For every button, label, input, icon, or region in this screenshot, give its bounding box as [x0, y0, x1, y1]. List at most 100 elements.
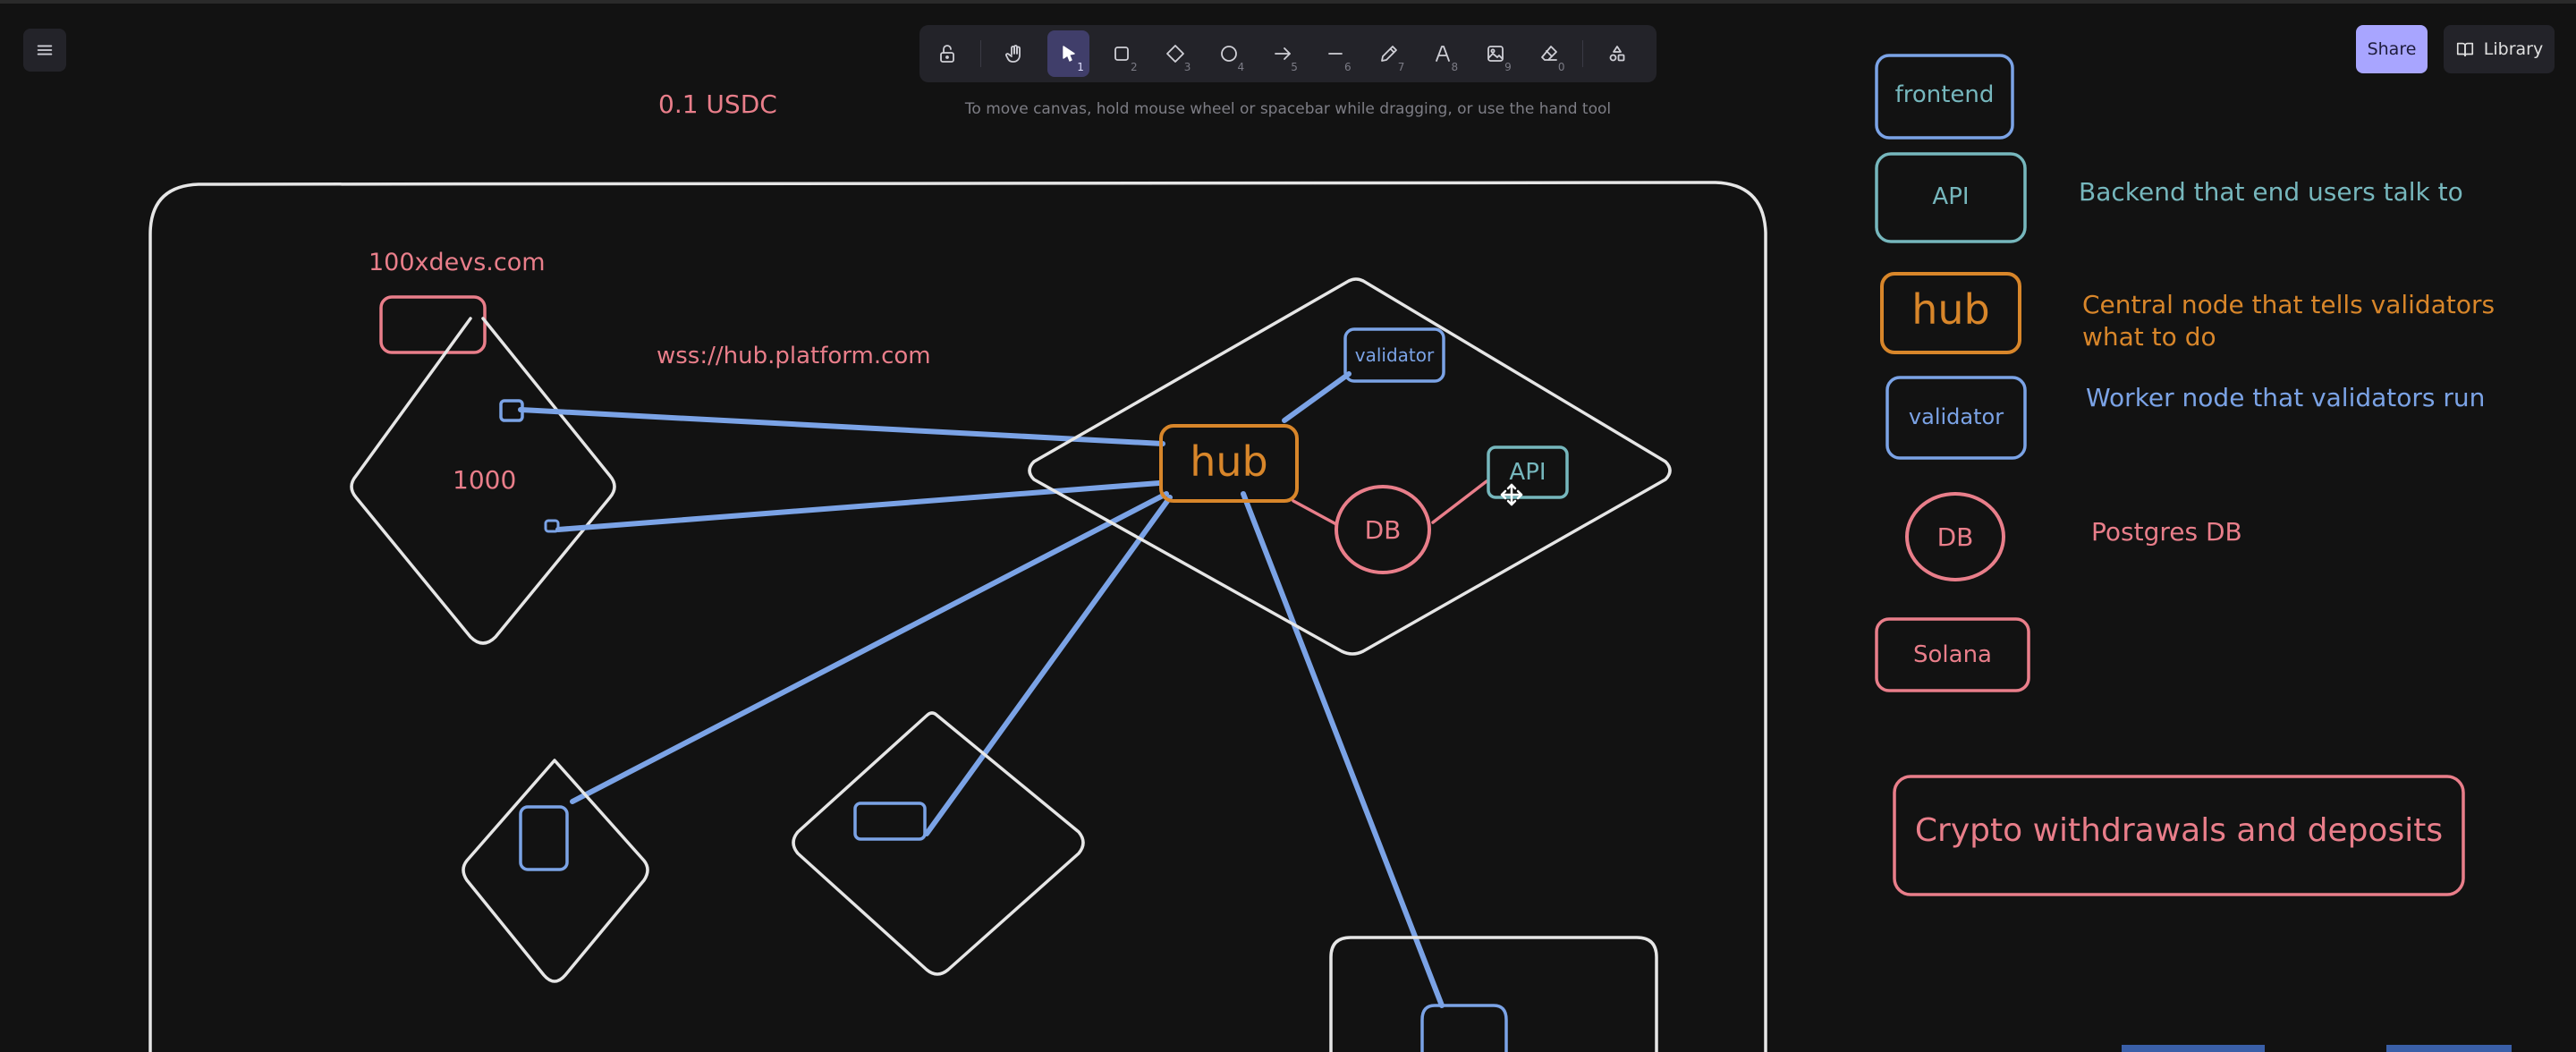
pencil-icon [1381, 46, 1397, 62]
legend-api-label[interactable]: API [1932, 183, 1969, 210]
tool-text[interactable]: 8 [1421, 30, 1463, 77]
connection-line-4[interactable] [924, 495, 1173, 836]
hub-node[interactable] [1159, 424, 1299, 503]
domain-label[interactable]: 100xdevs.com [369, 249, 546, 276]
image-icon [1487, 46, 1504, 62]
book-icon [2456, 42, 2473, 57]
hub-db-link[interactable] [1292, 499, 1338, 526]
validator-label[interactable]: validator [1355, 344, 1435, 366]
tool-lock[interactable] [927, 30, 969, 77]
db-label[interactable]: DB [1365, 515, 1402, 545]
connection-line-5[interactable] [1241, 491, 1445, 1008]
tool-more-shapes[interactable] [1596, 30, 1638, 77]
legend-api-box[interactable] [1875, 152, 2027, 243]
validator-box-1[interactable] [519, 805, 569, 871]
tool-arrow[interactable]: 5 [1261, 30, 1303, 77]
legend-validator-label[interactable]: validator [1909, 404, 2004, 429]
validator-diamond-2[interactable] [792, 711, 1085, 976]
legend-solana-box[interactable] [1875, 617, 2030, 692]
tool-shortcut-key: 1 [1077, 61, 1084, 73]
price-label[interactable]: 0.1 USDC [658, 89, 777, 119]
tool-ellipse[interactable]: 4 [1208, 30, 1250, 77]
window-top-edge [0, 0, 2576, 4]
tool-hand[interactable] [994, 30, 1036, 77]
crypto-label[interactable]: Crypto withdrawals and deposits [1915, 812, 2443, 849]
line-icon [1328, 53, 1343, 55]
users-diamond[interactable] [350, 317, 616, 645]
validator-container-3[interactable] [1329, 936, 1658, 1052]
api-label[interactable]: API [1509, 459, 1546, 486]
tool-shortcut-key: 9 [1504, 61, 1512, 73]
legend-db-desc[interactable]: Postgres DB [2091, 517, 2242, 547]
diamond-icon [1166, 45, 1184, 63]
tool-line[interactable]: 6 [1315, 30, 1357, 77]
crypto-box[interactable] [1893, 775, 2465, 896]
arrow-right-icon [1274, 47, 1291, 60]
legend-solana-label[interactable]: Solana [1913, 641, 1992, 668]
ellipse-icon [1220, 46, 1237, 62]
hub-label[interactable]: hub [1190, 437, 1268, 486]
tool-image[interactable]: 9 [1475, 30, 1517, 77]
tool-diamond[interactable]: 3 [1155, 30, 1197, 77]
legend-frontend-box[interactable] [1875, 54, 2014, 140]
api-node[interactable] [1487, 445, 1569, 499]
validator-box-2[interactable] [853, 802, 927, 841]
legend-validator-box[interactable] [1885, 376, 2027, 460]
legend-db-label[interactable]: DB [1937, 522, 1974, 552]
websocket-label[interactable]: wss://hub.platform.com [657, 343, 931, 369]
validator-diamond-1[interactable] [462, 759, 649, 983]
share-button[interactable]: Share [2356, 25, 2428, 73]
library-label: Library [2483, 39, 2544, 59]
legend-validator-desc[interactable]: Worker node that validators run [2086, 383, 2485, 412]
frontend-red-rect[interactable] [379, 295, 487, 354]
connection-line-3[interactable] [570, 491, 1169, 804]
connection-line-2[interactable] [555, 480, 1162, 532]
hand-icon [1004, 45, 1021, 63]
tool-draw[interactable]: 7 [1368, 30, 1411, 77]
validator-box-3[interactable] [1420, 1004, 1508, 1052]
tool-shortcut-key: 4 [1237, 61, 1245, 73]
eraser-icon [1541, 46, 1558, 61]
db-node[interactable] [1335, 485, 1431, 574]
validator-link[interactable] [1282, 371, 1352, 423]
legend-api-desc[interactable]: Backend that end users talk to [2079, 177, 2463, 207]
tool-shortcut-key: 7 [1397, 61, 1405, 73]
legend-hub-desc-2[interactable]: what to do [2082, 322, 2216, 352]
tool-selection[interactable]: 1 [1047, 30, 1089, 77]
canvas-hint-text: To move canvas, hold mouse wheel or spac… [964, 100, 1612, 118]
legend-db-circle[interactable] [1905, 492, 2005, 581]
connection-line-1[interactable] [518, 407, 1165, 446]
tool-shortcut-key: 3 [1183, 61, 1191, 73]
legend-hub-desc-1[interactable]: Central node that tells validators [2082, 290, 2495, 319]
text-icon [1435, 46, 1450, 62]
tool-shortcut-key: 2 [1131, 61, 1138, 73]
toolbar-separator [1581, 40, 1584, 67]
move-cursor-icon [1500, 483, 1523, 506]
lock-icon [940, 45, 955, 63]
rectangle-icon [1114, 47, 1130, 61]
tool-rectangle[interactable]: 2 [1101, 30, 1143, 77]
client-node-2[interactable] [544, 519, 560, 533]
partial-element-1[interactable] [2122, 1045, 2265, 1052]
legend-frontend-label[interactable]: frontend [1895, 81, 1995, 108]
outer-container-rect[interactable] [148, 181, 1767, 1052]
user-count-label[interactable]: 1000 [453, 465, 516, 495]
db-api-link[interactable] [1431, 479, 1488, 524]
tool-shortcut-key: 6 [1343, 61, 1352, 73]
tool-shortcut-key: 0 [1557, 61, 1565, 73]
shapes-icon [1609, 46, 1625, 62]
toolbar-separator [979, 40, 982, 67]
hamburger-icon [37, 45, 53, 55]
drawing-toolbar: 1 2 3 4 5 6 7 8 9 0 [919, 25, 1657, 82]
tool-shortcut-key: 5 [1291, 61, 1298, 73]
hub-cluster-diamond[interactable] [1028, 277, 1672, 656]
legend-hub-box[interactable] [1880, 272, 2021, 354]
library-button[interactable]: Library [2444, 25, 2555, 73]
validator-node[interactable] [1343, 327, 1445, 383]
selection-arrow-icon [1062, 46, 1075, 62]
main-menu-button[interactable] [23, 29, 66, 72]
partial-element-2[interactable] [2386, 1045, 2512, 1052]
legend-hub-label[interactable]: hub [1911, 285, 1990, 334]
tool-eraser[interactable]: 0 [1529, 30, 1571, 77]
